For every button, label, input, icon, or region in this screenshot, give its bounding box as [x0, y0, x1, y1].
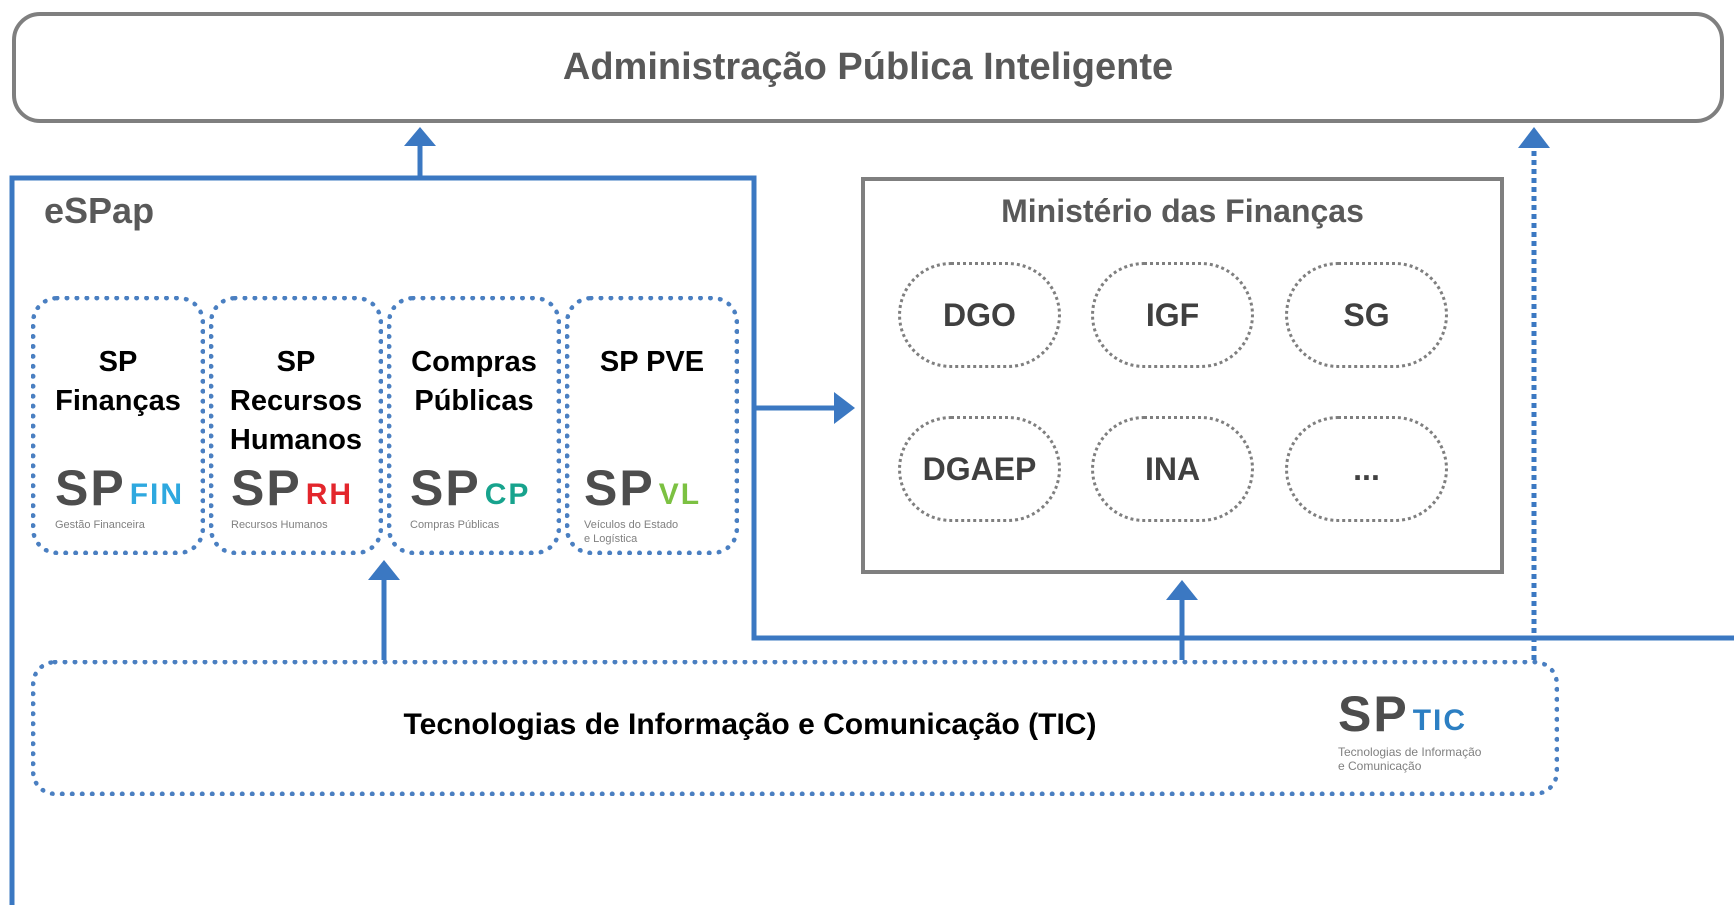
entity-igf: IGF — [1091, 262, 1254, 368]
tic-title: Tecnologias de Informação e Comunicação … — [403, 708, 1097, 741]
unit-title-line: Recursos — [229, 385, 363, 417]
unit-title-sp-financas: SP Finanças — [31, 343, 205, 421]
logo-spvl: SP VL — [584, 460, 702, 516]
logo-spcp: SP CP — [410, 460, 531, 516]
logo-subtitle: Tecnologias de Informação e Comunicação — [1338, 745, 1482, 773]
logo-sptic: SP TIC — [1338, 686, 1468, 742]
unit-card-sp-rh — [209, 296, 383, 555]
ministry-box — [861, 177, 1504, 574]
unit-title-line: SP — [276, 346, 316, 378]
unit-title-sp-rh: SP Recursos Humanos — [209, 343, 383, 460]
entity-dgaep: DGAEP — [898, 416, 1061, 522]
unit-title-line: SP PVE — [599, 346, 705, 378]
arrow-espap-to-ministry-head — [834, 392, 855, 424]
unit-title-line: Compras — [411, 346, 537, 378]
entity-ina: INA — [1091, 416, 1254, 522]
logo-subtitle: Compras Públicas — [410, 519, 500, 531]
top-box: Administração Pública Inteligente — [12, 12, 1724, 123]
entity-more: ... — [1285, 416, 1448, 522]
unit-card-compras-publicas — [387, 296, 561, 555]
logo-sprh: SP RH — [231, 460, 354, 516]
logo-subtitle: Veículos do Estado e Logística — [584, 519, 679, 545]
unit-title-compras-publicas: Compras Públicas — [387, 343, 561, 421]
logo-spfin: SP FIN — [55, 460, 185, 516]
logo-subtitle: Recursos Humanos — [231, 519, 328, 531]
logo-subtitle: Gestão Financeira — [55, 519, 145, 531]
unit-title-line: SP — [98, 346, 138, 378]
unit-title-sp-pve: SP PVE — [565, 343, 739, 382]
tic-box — [31, 660, 1559, 796]
espap-frame — [9, 175, 1734, 905]
unit-title-line: Públicas — [414, 385, 534, 417]
arrow-tic-to-ministry-head — [1166, 580, 1198, 600]
unit-title-line: Humanos — [229, 424, 363, 456]
unit-card-sp-pve — [565, 296, 739, 555]
entity-dgo: DGO — [898, 262, 1061, 368]
ministry-title: Ministério das Finanças — [1001, 193, 1364, 229]
arrow-tic-to-units-head — [368, 560, 400, 580]
top-box-title: Administração Pública Inteligente — [562, 46, 1174, 88]
espap-title: eSPap — [44, 190, 155, 231]
arrow-espap-to-top-head — [404, 127, 436, 146]
unit-card-sp-financas — [31, 296, 205, 555]
unit-title-line: Finanças — [55, 385, 181, 417]
entity-sg: SG — [1285, 262, 1448, 368]
arrow-tic-to-top-head — [1518, 127, 1550, 148]
